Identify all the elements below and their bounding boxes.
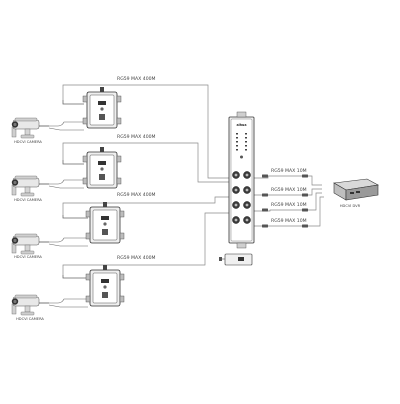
long-cable-line-1 — [62, 84, 230, 179]
camera-label-4: HDCVI CAMERA — [16, 317, 44, 321]
long-cable-label-1: RG59 MAX 400M — [117, 76, 156, 82]
long-cable-label-2: RG59 MAX 400M — [117, 134, 156, 140]
hdcvi-camera-3 — [11, 233, 50, 255]
short-cable-label-1: RG59 MAX 10M — [271, 168, 307, 174]
balun-transmitter-1 — [82, 86, 122, 129]
long-cable-label-3: RG59 MAX 400M — [117, 192, 156, 198]
hdcvi-dvr — [333, 178, 379, 201]
short-cable-line-4 — [253, 196, 324, 227]
short-cable-line-1 — [253, 175, 322, 186]
camera-label-3: HDCVI CAMERA — [14, 255, 42, 259]
hdcvi-camera-1 — [11, 117, 50, 139]
long-cable-line-3 — [62, 196, 230, 215]
long-cable-line-4 — [62, 212, 230, 275]
short-cable-line-2 — [253, 188, 322, 196]
short-cable-label-4: RG59 MAX 10M — [271, 218, 307, 224]
hdcvi-camera-2 — [11, 175, 50, 197]
camera-label-2: HDCVI CAMERA — [14, 198, 42, 202]
receiver-brand-logo: alhua — [237, 123, 247, 127]
balun-transmitter-4 — [85, 264, 125, 307]
long-cable-lines — [62, 84, 230, 275]
camera-pigtail-lines — [48, 121, 88, 308]
dvr-label: HDCVI DVR — [340, 204, 361, 208]
long-cable-label-4: RG59 MAX 400M — [117, 255, 156, 261]
balun-transmitter-3 — [85, 201, 125, 244]
balun-transmitter-2 — [82, 146, 122, 189]
balun-receiver-hub: alhua — [228, 111, 255, 249]
short-cable-connectors — [262, 174, 308, 228]
camera-label-1: HDCVI CAMERA — [14, 140, 42, 144]
short-cable-label-3: RG59 MAX 10M — [271, 202, 307, 208]
short-cable-label-2: RG59 MAX 10M — [271, 187, 307, 193]
power-adapter — [219, 253, 253, 266]
transmitter-upper-leads — [62, 100, 88, 279]
hdcvi-camera-4 — [11, 294, 50, 316]
long-cable-line-2 — [62, 142, 230, 183]
